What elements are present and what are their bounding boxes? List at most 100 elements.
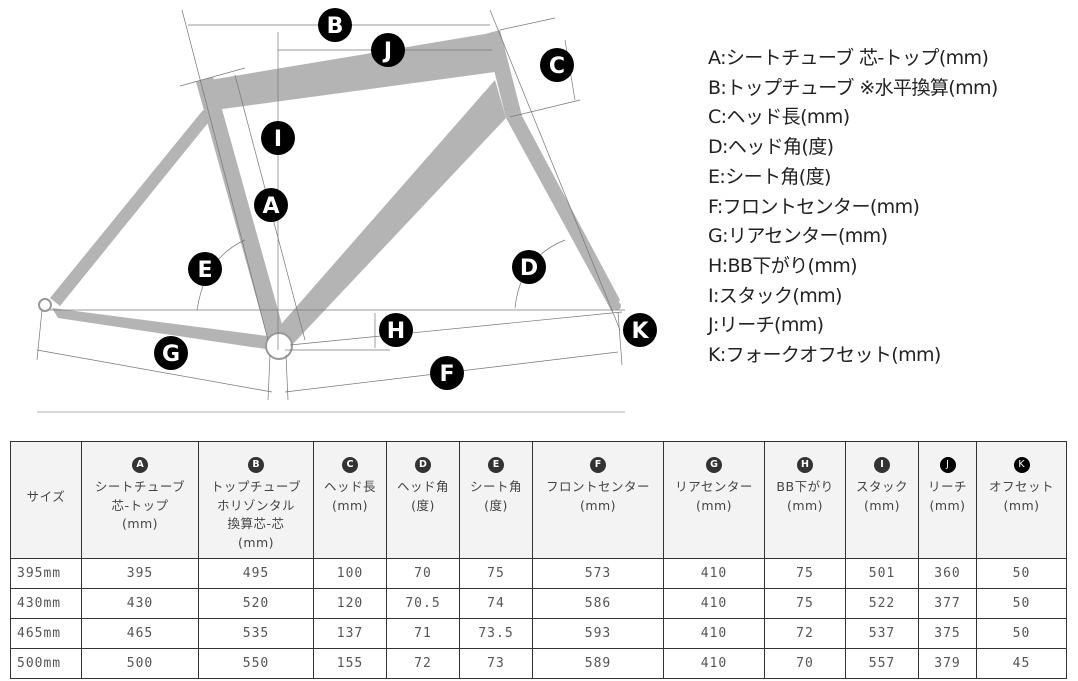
svg-text:B: B — [327, 14, 344, 39]
svg-text:A: A — [262, 194, 279, 219]
value-cell: 465 — [81, 618, 199, 649]
value-cell: 75 — [764, 588, 846, 619]
column-header-text: (mm) — [695, 497, 733, 513]
value-cell: 360 — [918, 558, 977, 589]
value-cell: 379 — [918, 648, 977, 679]
column-header-text: (mm) — [121, 516, 159, 531]
marker-E: E — [188, 252, 222, 286]
column-header-text: リーチ — [927, 479, 967, 494]
value-cell: 70 — [764, 648, 846, 679]
legend-item-j: J:リーチ(mm) — [708, 314, 824, 337]
svg-text:K: K — [631, 319, 649, 344]
badge-k-icon: K — [1013, 457, 1030, 473]
legend-item-b: B:トップチューブ ※水平換算(mm) — [708, 76, 998, 99]
value-cell: 377 — [918, 588, 977, 619]
size-cell: 465mm — [10, 618, 82, 649]
column-header-text: リアセンター — [675, 479, 753, 494]
size-cell: 395mm — [10, 558, 82, 589]
column-header-text: トップチューブ — [210, 479, 302, 494]
value-cell: 75 — [459, 558, 533, 589]
svg-text:I: I — [274, 127, 282, 152]
bottom-bracket — [265, 332, 293, 360]
value-cell: 73.5 — [459, 618, 533, 649]
value-cell: 137 — [313, 618, 387, 649]
column-header-7: G リアセンター (mm) — [663, 441, 765, 559]
value-cell: 573 — [532, 558, 664, 589]
value-cell: 537 — [845, 618, 919, 649]
column-header-text: ホリゾンタル — [216, 497, 295, 513]
badge-j-icon: J — [939, 457, 956, 473]
badge-a-icon: A — [132, 457, 148, 473]
column-header-text: BB下がり — [776, 479, 834, 494]
value-cell: 75 — [764, 558, 846, 589]
legend-item-d: D:ヘッド角(度) — [708, 136, 834, 159]
value-cell: 155 — [313, 648, 387, 679]
value-cell: 430 — [81, 588, 199, 619]
rear-dropout — [38, 298, 52, 312]
marker-I: I — [261, 121, 295, 155]
column-header-text: ヘッド長 — [323, 479, 376, 494]
value-cell: 410 — [663, 648, 765, 679]
svg-text:C: C — [549, 54, 565, 79]
value-cell: 120 — [313, 588, 387, 619]
value-cell: 100 — [313, 558, 387, 589]
badge-g-icon: G — [706, 457, 722, 473]
column-header-1: A シートチューブ芯-トップ (mm) — [81, 441, 199, 559]
marker-A: A — [254, 188, 288, 222]
badge-f-icon: F — [590, 457, 606, 473]
column-header-text: 芯-トップ — [111, 497, 169, 513]
value-cell: 550 — [198, 648, 314, 679]
column-header-0: サイズ — [10, 441, 82, 559]
frame-geometry-diagram: B J C I A E D H K G F — [36, 8, 657, 413]
column-header-text: (mm) — [1003, 497, 1040, 513]
svg-text:G: G — [162, 342, 180, 367]
value-cell: 72 — [386, 648, 460, 679]
badge-d-icon: D — [415, 457, 431, 473]
column-header-text: 換算芯-芯 — [227, 516, 285, 531]
column-header-text: (mm) — [863, 497, 901, 513]
value-cell: 50 — [976, 588, 1067, 619]
value-cell: 50 — [976, 558, 1067, 589]
value-cell: 375 — [918, 618, 977, 649]
svg-text:D: D — [520, 256, 538, 281]
column-header-text: シートチューブ — [94, 479, 186, 494]
column-header-text: (mm) — [331, 497, 369, 513]
value-cell: 586 — [532, 588, 664, 619]
value-cell: 410 — [663, 558, 765, 589]
bike-frame — [50, 30, 620, 350]
value-cell: 501 — [845, 558, 919, 589]
value-cell: 74 — [459, 588, 533, 619]
column-header-text: サイズ — [26, 488, 66, 504]
marker-B: B — [318, 8, 352, 42]
marker-C: C — [540, 48, 574, 82]
value-cell: 395 — [81, 558, 199, 589]
marker-G: G — [154, 336, 188, 370]
value-cell: 557 — [845, 648, 919, 679]
svg-text:J: J — [382, 39, 392, 64]
value-cell: 72 — [764, 618, 846, 649]
marker-J: J — [371, 33, 405, 67]
column-header-text: (度) — [484, 497, 508, 513]
legend-item-a: A:シートチューブ 芯-トップ(mm) — [708, 47, 989, 69]
marker-D: D — [512, 250, 546, 284]
geometry-legend: A:シートチューブ 芯-トップ(mm) B:トップチューブ ※水平換算(mm) … — [708, 44, 1068, 371]
size-cell: 430mm — [10, 588, 82, 619]
badge-i-icon: I — [874, 457, 890, 473]
svg-text:F: F — [439, 362, 454, 387]
column-header-text: (度) — [411, 497, 435, 513]
dimension-lines — [36, 9, 625, 401]
size-cell: 500mm — [10, 648, 82, 679]
column-header-text: (mm) — [786, 497, 824, 513]
value-cell: 73 — [459, 648, 533, 679]
value-cell: 500 — [81, 648, 199, 679]
